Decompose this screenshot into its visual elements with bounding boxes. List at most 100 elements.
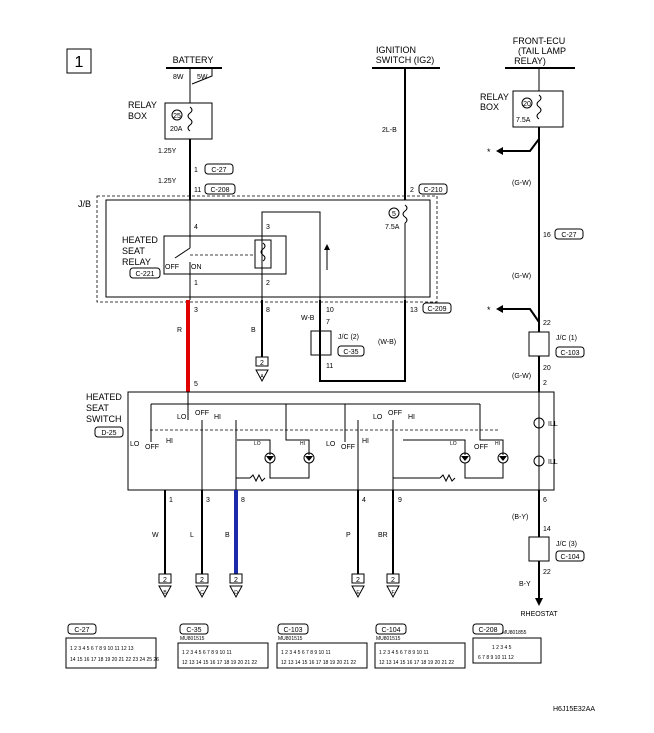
ignition-label-2: SWITCH (IG2) [376, 55, 435, 65]
connector-c103-row1: 1 2 3 4 5 6 7 8 9 10 11 [281, 650, 331, 656]
switch-label-3: SWITCH [86, 414, 122, 424]
connector-c104-part: MU801515 [376, 636, 401, 642]
pin-14: 14 [543, 526, 551, 533]
pin-s3: 3 [206, 497, 210, 504]
wire-125y-b: 1.25Y [158, 178, 177, 185]
relay-box-left [164, 102, 213, 140]
pin-1r: 1 [194, 280, 198, 287]
connector-c35-row1: 1 2 3 4 5 6 7 8 9 10 11 [182, 650, 232, 656]
sw-left-lo3: LO [254, 441, 261, 447]
conn-c27: C-27 [211, 167, 226, 174]
connector-c27-name: C-27 [74, 627, 89, 634]
connector-c208-name: C-208 [478, 627, 497, 634]
page-number: 1 [75, 54, 84, 71]
conn-d25: D-25 [101, 430, 116, 437]
conn-c209: C-209 [427, 306, 446, 313]
ground-b: B [163, 590, 167, 596]
pin-13: 13 [410, 307, 418, 314]
pin-22: 22 [543, 320, 551, 327]
relay-box-right [512, 90, 564, 128]
sw-left-hi3: HI [300, 441, 305, 447]
ignition-label-1: IGNITION [376, 45, 416, 55]
asterisk-1: * [487, 147, 491, 157]
connector-c103: C-103 MU801515 1 2 3 4 5 6 7 8 9 10 11 1… [276, 623, 368, 669]
wire-b: B [251, 327, 256, 334]
fuse-25-number: 25 [173, 113, 181, 120]
wire-gw2: (G-W) [512, 273, 531, 280]
rheostat-label: RHEOSTAT [520, 611, 558, 618]
sw-right-off: OFF [388, 410, 402, 417]
sw-left-lo: LO [177, 414, 187, 421]
wire-out-p: P [346, 532, 351, 539]
connector-c103-part: MU801515 [278, 636, 303, 642]
sw-right-off3: OFF [474, 444, 488, 451]
connector-c103-row2: 12 13 14 15 16 17 18 19 20 21 22 [281, 660, 356, 666]
sw-right-lo2: LO [326, 441, 336, 448]
pin-s4: 4 [362, 497, 366, 504]
connector-c35-part: MU801515 [180, 636, 205, 642]
ground-d: D [234, 590, 238, 596]
fuse-5-amp: 7.5A [385, 224, 400, 231]
fuse-20-number: 20 [523, 101, 531, 108]
jc2-label: J/C (2) [338, 334, 359, 341]
battery-label: BATTERY [173, 55, 214, 65]
jc1-box [528, 331, 550, 357]
page-number-box [66, 48, 92, 74]
jb-label: J/B [78, 199, 91, 209]
ground-c-num: 2 [200, 577, 204, 584]
relay-label-1: HEATED [122, 235, 158, 245]
switch-label-1: HEATED [86, 392, 122, 402]
pin-5: 5 [194, 381, 198, 388]
relay-box-right-label-1: RELAY [480, 92, 509, 102]
ground-f-num: 2 [391, 577, 395, 584]
pin-22b: 22 [543, 569, 551, 576]
conn-c221: C-221 [135, 271, 154, 278]
jc1-label: J/C (1) [556, 335, 577, 342]
pin-4: 4 [194, 224, 198, 231]
connector-c27: C-27 1 2 3 4 5 6 7 8 9 10 11 12 13 14 15… [65, 623, 159, 669]
relay-box-right-label-2: BOX [480, 102, 499, 112]
ground-a: A [260, 374, 264, 380]
pin-s6: 6 [543, 497, 547, 504]
connector-c35-row2: 12 13 14 15 16 17 18 19 20 21 22 [182, 660, 257, 666]
pin-10: 10 [326, 307, 334, 314]
ground-e-num: 2 [356, 577, 360, 584]
connector-c27-row1: 1 2 3 4 5 6 7 8 9 10 11 12 13 [70, 646, 134, 652]
jc3-label: J/C (3) [556, 541, 577, 548]
connector-c27-row2: 14 15 16 17 18 19 20 21 22 23 24 25 26 [70, 657, 159, 663]
pin-3r: 3 [266, 224, 270, 231]
sw-right-lo3: LO [450, 441, 457, 447]
pin-16: 16 [543, 232, 551, 239]
wire-5w: 5W [197, 74, 208, 81]
connector-c35-name: C-35 [186, 627, 201, 634]
pin-20: 20 [543, 365, 551, 372]
connector-c104-row2: 12 13 14 15 16 17 18 19 20 21 22 [379, 660, 454, 666]
wire-out-b: B [225, 532, 230, 539]
sw-left-lo2: LO [130, 441, 140, 448]
switch-box [127, 391, 555, 491]
pin-s9: 9 [398, 497, 402, 504]
front-ecu-label-3: RELAY) [514, 56, 546, 66]
sw-left-off2: OFF [145, 444, 159, 451]
wire-wb2: (W-B) [378, 339, 396, 346]
conn-c27b: C-27 [561, 232, 576, 239]
sw-right-hi2: HI [362, 438, 369, 445]
wire-8w: 8W [173, 74, 184, 81]
conn-c208: C-208 [210, 187, 229, 194]
pin-8b: 8 [266, 307, 270, 314]
relay-on: ON [191, 264, 202, 271]
sw-right-lo: LO [373, 414, 383, 421]
wire-out-w: W [152, 532, 159, 539]
wire-by1: (B-Y) [512, 514, 528, 521]
front-ecu-label-1: FRONT-ECU [513, 36, 566, 46]
ground-f: F [391, 590, 394, 596]
relay-label-3: RELAY [122, 257, 151, 267]
ground-d-num: 2 [234, 577, 238, 584]
ground-b-num: 2 [163, 577, 167, 584]
conn-c103: C-103 [560, 350, 579, 357]
wire-wb: W-B [301, 315, 315, 322]
jb-outline [96, 195, 438, 303]
connector-c208-part: MU801855 [502, 630, 527, 636]
pin-2b: 2 [543, 380, 547, 387]
